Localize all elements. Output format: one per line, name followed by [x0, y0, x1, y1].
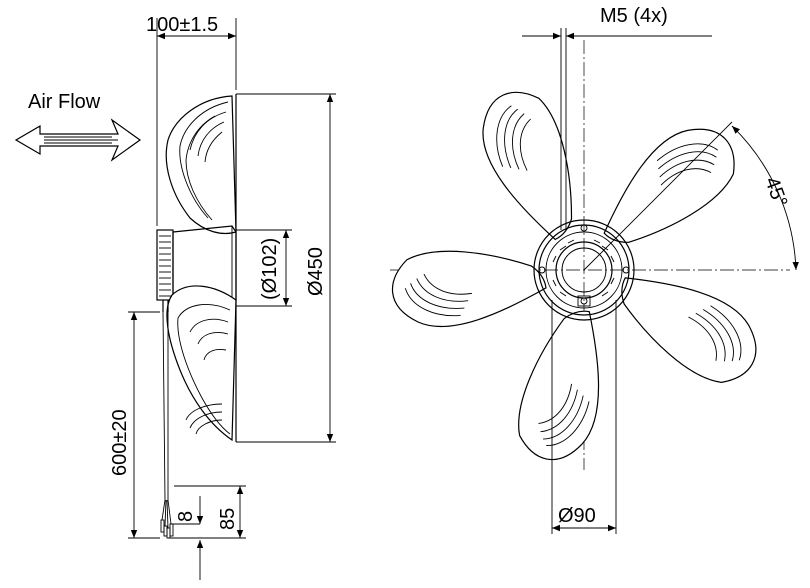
cable-length-label: 600±20 — [109, 409, 131, 476]
strip-short-label: 8 — [175, 511, 197, 522]
blade — [610, 235, 772, 405]
blade — [385, 234, 551, 350]
angle-label: 45° — [760, 174, 791, 210]
depth-dimension — [156, 18, 237, 226]
fan-diameter-label: Ø450 — [305, 247, 327, 296]
blade — [478, 87, 576, 246]
strip-dimensions — [168, 485, 246, 580]
front-hub — [533, 219, 635, 321]
front-view: M5 (4x) 45° Ø90 — [385, 5, 799, 534]
depth-label: 100±1.5 — [146, 14, 218, 36]
fan-side-profile — [156, 94, 237, 442]
fan-diameter-dimension — [236, 93, 336, 443]
hub-diameter-label: (Ø102) — [259, 238, 281, 300]
airflow-arrow-icon — [14, 118, 142, 162]
mount-diameter-label: Ø90 — [558, 505, 596, 527]
side-view: Air Flow — [14, 14, 336, 580]
mount-diameter-dimension — [551, 300, 617, 534]
blade — [494, 301, 644, 474]
screw-dimension — [522, 28, 712, 230]
airflow-label: Air Flow — [28, 91, 101, 113]
cable-length-dimension — [128, 311, 160, 539]
hub-diameter-dimension — [236, 229, 292, 307]
strip-long-label: 85 — [217, 508, 239, 530]
angle-dimension — [583, 121, 799, 271]
hub-fins — [159, 235, 171, 297]
fan-blades — [385, 87, 772, 474]
screw-label: M5 (4x) — [600, 5, 668, 27]
